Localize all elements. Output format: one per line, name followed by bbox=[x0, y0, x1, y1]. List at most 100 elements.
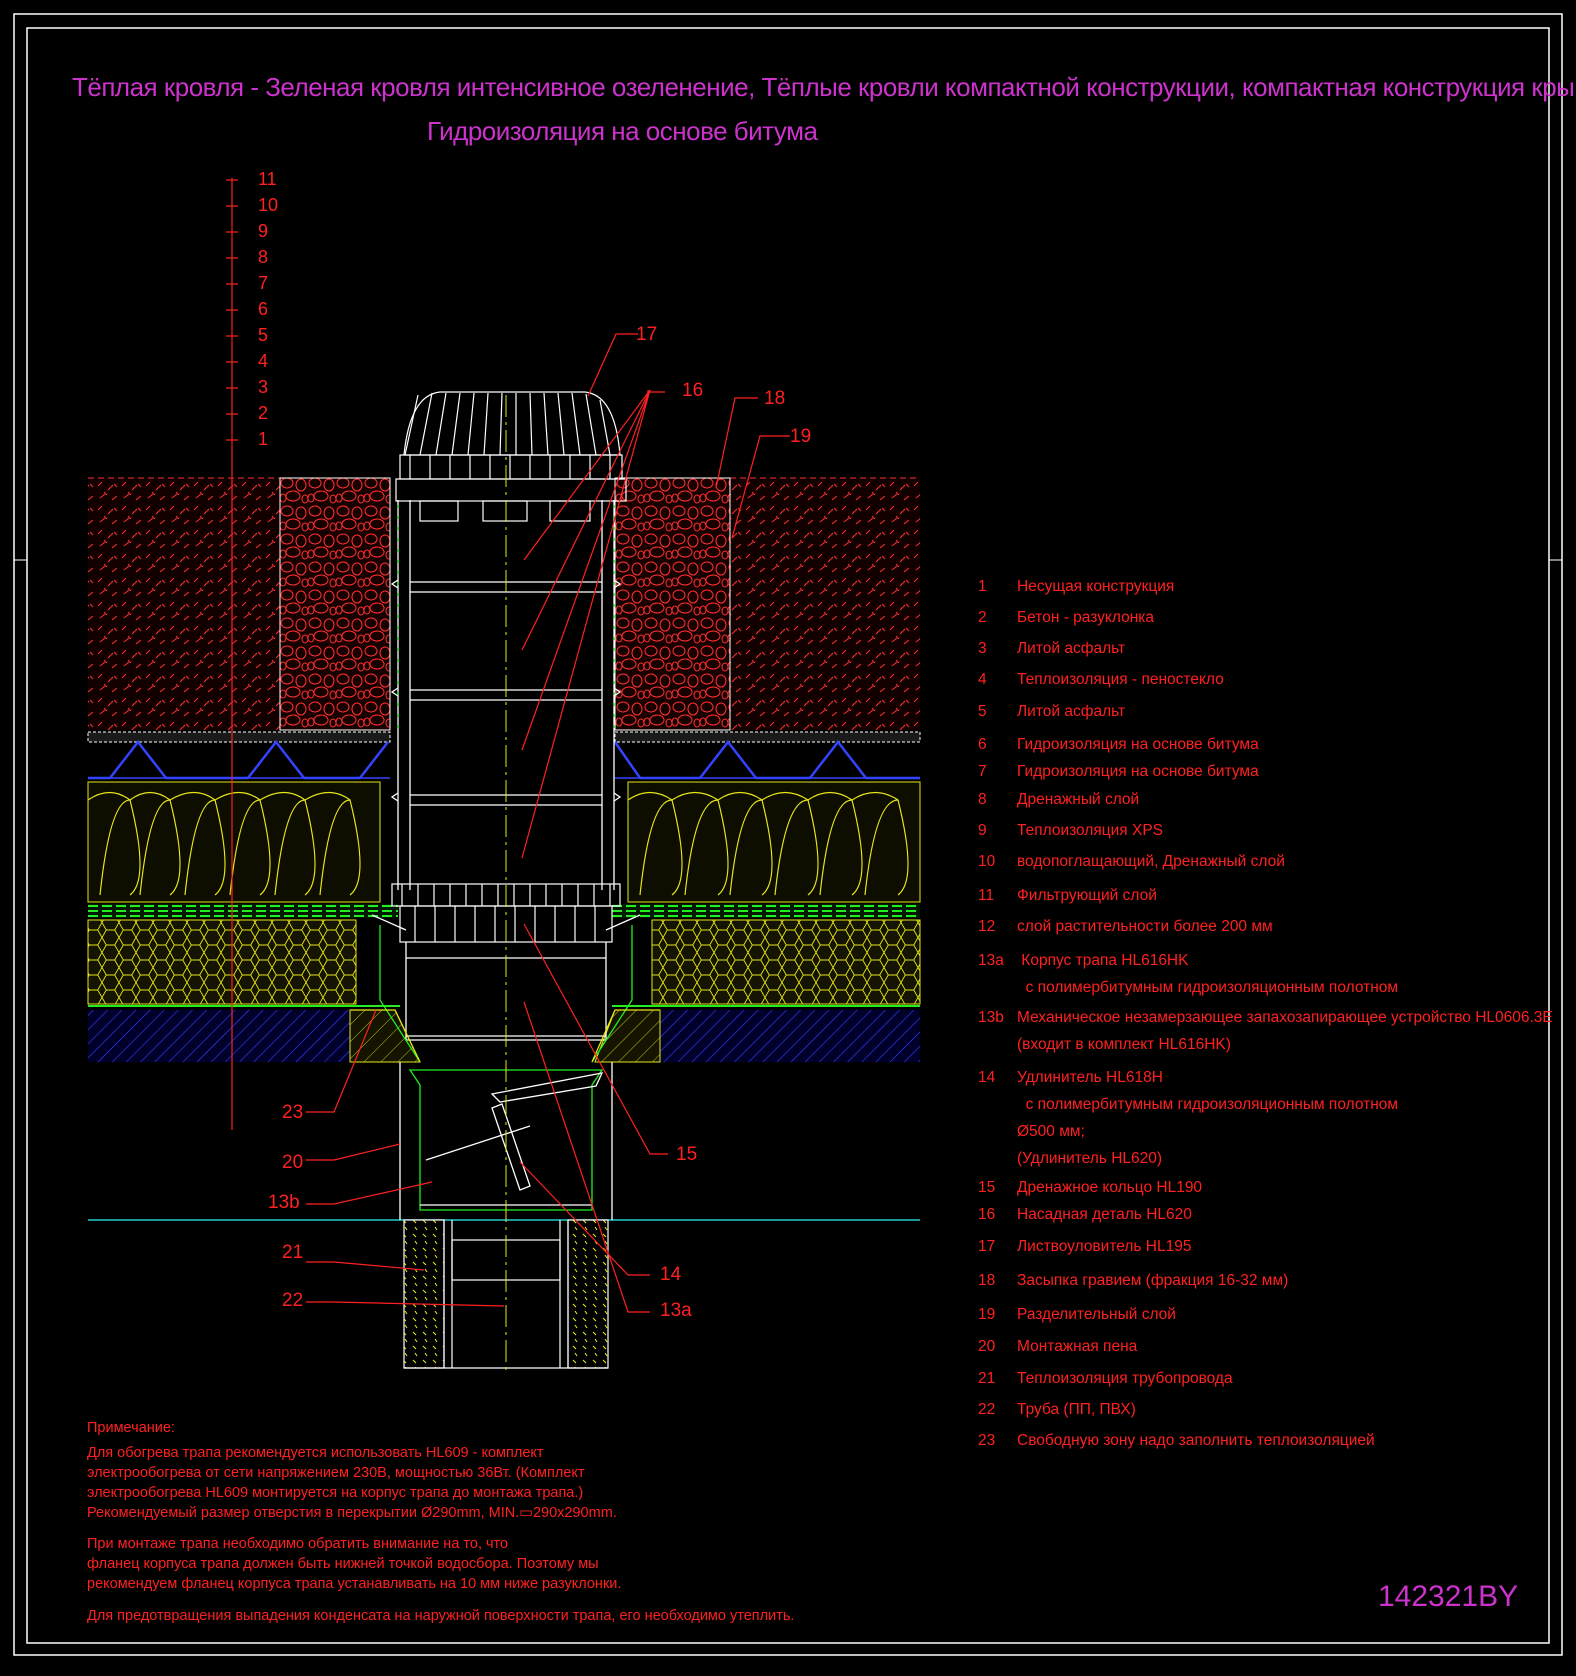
legend-text: слой растительности более 200 мм bbox=[1017, 918, 1273, 935]
filter-layer-left bbox=[87, 731, 391, 743]
legend-number: 6 bbox=[978, 736, 987, 753]
callout-23: 23 bbox=[282, 1102, 304, 1123]
legend-number: 3 bbox=[978, 640, 987, 657]
legend-number: 13b bbox=[978, 1009, 1004, 1026]
callout-17: 17 bbox=[636, 324, 658, 345]
xps-insulation-left bbox=[87, 781, 381, 903]
callout-15: 15 bbox=[676, 1144, 698, 1165]
note-line: Для обогрева трапа рекомендуется использ… bbox=[87, 1445, 544, 1461]
legend-text: с полимербитумным гидроизоляционным поло… bbox=[1017, 1096, 1399, 1113]
legend-text: Литой асфальт bbox=[1017, 640, 1126, 657]
layer-tick-number: 10 bbox=[258, 195, 279, 215]
layer-tick-number: 8 bbox=[258, 247, 269, 267]
note-paragraph-3: Для предотвращения выпадения конденсата … bbox=[87, 1608, 795, 1624]
legend-number: 14 bbox=[978, 1069, 996, 1086]
callout-13b: 13b bbox=[268, 1192, 300, 1213]
legend-number: 19 bbox=[978, 1306, 996, 1323]
note-line: рекомендуем фланец корпуса трапа устанав… bbox=[87, 1576, 622, 1592]
legend-text: водопоглащающий, Дренажный слой bbox=[1017, 853, 1285, 870]
legend-number: 20 bbox=[978, 1338, 996, 1355]
legend-number: 22 bbox=[978, 1401, 996, 1418]
callout-20: 20 bbox=[282, 1152, 304, 1173]
legend-text: Корпус трапа HL616HK bbox=[1017, 952, 1189, 969]
legend-text: Гидроизоляция на основе битума bbox=[1017, 736, 1259, 753]
legend-text: Теплоизоляция - пеностекло bbox=[1017, 671, 1224, 688]
legend-number: 12 bbox=[978, 918, 996, 935]
legend-text: Гидроизоляция на основе битума bbox=[1017, 763, 1259, 780]
leaf-guard-hl195 bbox=[395, 391, 627, 522]
legend-text: Труба (ПП, ПВХ) bbox=[1017, 1401, 1136, 1418]
callout-13a: 13a bbox=[660, 1300, 692, 1321]
leader-lines bbox=[306, 333, 790, 1313]
legend-text: Теплоизоляция трубопровода bbox=[1017, 1370, 1233, 1387]
legend-text: Дренажный слой bbox=[1017, 791, 1140, 808]
note-line: При монтаже трапа необходимо обратить вн… bbox=[87, 1536, 509, 1552]
legend-text: Разделительный слой bbox=[1017, 1306, 1176, 1323]
layer-tick-number: 6 bbox=[258, 299, 269, 319]
legend-text: Монтажная пена bbox=[1017, 1338, 1138, 1355]
note-heading: Примечание: bbox=[87, 1420, 175, 1436]
inner-frame bbox=[26, 27, 1550, 1644]
layer-tick-number: 11 bbox=[258, 169, 277, 189]
legend-number: 5 bbox=[978, 703, 987, 720]
legend-number: 9 bbox=[978, 822, 987, 839]
concrete-left bbox=[88, 1010, 350, 1062]
legend-text: Листвоуловитель HL195 bbox=[1017, 1238, 1192, 1255]
legend-text: Засыпка гравием (фракция 16-32 мм) bbox=[1017, 1272, 1289, 1289]
drainage-layer-right bbox=[613, 739, 920, 780]
callout-16: 16 bbox=[682, 380, 704, 401]
legend-text: Литой асфальт bbox=[1017, 703, 1126, 720]
legend-number: 1 bbox=[978, 578, 987, 595]
legend-text: (Удлинитель HL620) bbox=[1017, 1150, 1163, 1167]
legend-text: Ø500 мм; bbox=[1017, 1123, 1085, 1140]
drawing-code: 142321BY bbox=[1378, 1580, 1519, 1613]
title-line-1: Тёплая кровля - Зеленая кровля интенсивн… bbox=[72, 72, 1576, 102]
foamglass-left bbox=[87, 919, 357, 1005]
legend-number: 10 bbox=[978, 853, 996, 870]
legend-text: Бетон - разуклонка bbox=[1017, 609, 1155, 626]
legend-number: 23 bbox=[978, 1432, 996, 1449]
outer-frame bbox=[13, 13, 1563, 1656]
legend-number: 11 bbox=[978, 887, 995, 904]
planting-layer-right bbox=[730, 478, 920, 730]
layer-tick-number: 4 bbox=[258, 351, 269, 371]
note-line: электрообогрева HL609 монтируется на кор… bbox=[87, 1485, 584, 1501]
filter-layer-right bbox=[614, 731, 921, 743]
legend-text: Фильтрующий слой bbox=[1017, 887, 1157, 904]
callout-18: 18 bbox=[764, 388, 786, 409]
note-line: Рекомендуемый размер отверстия в перекры… bbox=[87, 1505, 617, 1521]
legend-number: 8 bbox=[978, 791, 987, 808]
gravel-fill-left bbox=[279, 477, 391, 731]
legend-number: 16 bbox=[978, 1206, 996, 1223]
layer-tick-number: 5 bbox=[258, 325, 269, 345]
layer-tick-number: 2 bbox=[258, 403, 269, 423]
layer-tick-number: 7 bbox=[258, 273, 269, 293]
legend-text: Удлинитель HL618H bbox=[1017, 1069, 1163, 1086]
note-line: электрообогрева от сети напряжением 230В… bbox=[87, 1465, 585, 1481]
legend-text: Насадная деталь HL620 bbox=[1017, 1206, 1192, 1223]
layer-tick-number: 3 bbox=[258, 377, 269, 397]
drainage-layer-left bbox=[88, 739, 389, 780]
legend-number: 7 bbox=[978, 763, 987, 780]
pipe-with-insulation bbox=[403, 1219, 609, 1369]
callout-21: 21 bbox=[282, 1242, 304, 1263]
drain-body-hl616hk bbox=[350, 914, 660, 1220]
legend-text: Свободную зону надо заполнить теплоизоля… bbox=[1017, 1432, 1375, 1449]
layer-tick-number: 9 bbox=[258, 221, 269, 241]
concrete-right bbox=[660, 1010, 920, 1062]
legend-number: 4 bbox=[978, 671, 987, 688]
note-line: фланец корпуса трапа должен быть нижней … bbox=[87, 1556, 599, 1572]
legend-text: Механическое незамерзающее запахозапираю… bbox=[1017, 1009, 1553, 1026]
legend-text: Теплоизоляция XPS bbox=[1017, 822, 1164, 839]
planting-layer-left bbox=[88, 478, 280, 730]
legend-number: 15 bbox=[978, 1179, 996, 1196]
gravel-fill-right bbox=[614, 477, 731, 731]
foamglass-right bbox=[651, 919, 921, 1005]
legend-number: 18 bbox=[978, 1272, 996, 1289]
layer-tick-number: 1 bbox=[258, 429, 269, 449]
callout-19: 19 bbox=[790, 426, 812, 447]
legend-number: 2 bbox=[978, 609, 987, 626]
callout-22: 22 bbox=[282, 1290, 304, 1311]
